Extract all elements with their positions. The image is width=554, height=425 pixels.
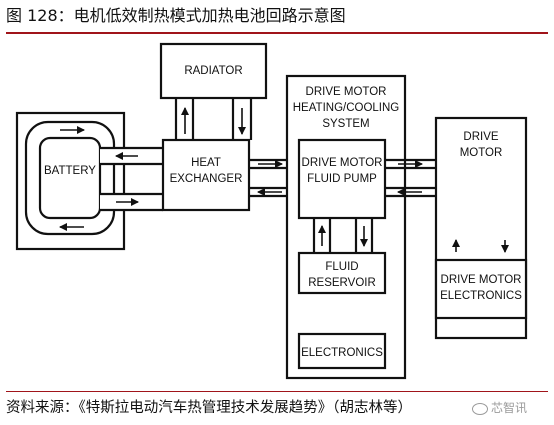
heat-exchanger-box xyxy=(161,138,251,212)
source-rule xyxy=(6,391,548,392)
pump-reservoir-pipe xyxy=(312,218,374,253)
radiator-pipe xyxy=(174,98,253,140)
battery-pipe xyxy=(100,146,163,212)
source-note: 资料来源：《特斯拉电动汽车热管理技术发展趋势》（胡志林等） xyxy=(6,400,412,416)
reservoir-label-1: FLUID xyxy=(325,261,358,273)
drive-motor-label-2: MOTOR xyxy=(460,147,503,159)
heat-exchanger-label-2: EXCHANGER xyxy=(170,173,243,185)
watermark-text: 芯智讯 xyxy=(491,401,528,415)
motor-electronics-box xyxy=(434,258,528,320)
caption-rule xyxy=(6,32,548,34)
watermark: 芯智讯 xyxy=(472,397,527,419)
figure-caption: 图 128：电机低效制热模式加热电池回路示意图 xyxy=(6,6,346,25)
reservoir-box xyxy=(297,251,387,295)
pump-label-1: DRIVE MOTOR xyxy=(302,157,383,169)
heat-exchanger-label-1: HEAT xyxy=(191,157,221,169)
system-title-3: SYSTEM xyxy=(322,118,369,130)
system-title-2: HEATING/COOLING xyxy=(293,102,400,114)
battery-label: BATTERY xyxy=(44,165,96,177)
battery-loop-inner xyxy=(38,136,102,220)
motor-electronics-label-1: DRIVE MOTOR xyxy=(441,274,522,286)
wechat-icon xyxy=(472,402,488,415)
reservoir-label-2: RESERVOIR xyxy=(308,277,376,289)
drive-motor-label-1: DRIVE xyxy=(463,131,498,143)
system-enclosure xyxy=(285,74,407,380)
electronics-box xyxy=(297,332,387,370)
fluid-pump-box xyxy=(297,138,387,220)
system-title-1: DRIVE MOTOR xyxy=(306,86,387,98)
radiator-box xyxy=(159,42,268,100)
pump-motor-pipe xyxy=(385,158,436,198)
radiator-label: RADIATOR xyxy=(184,65,242,77)
pump-label-2: FLUID PUMP xyxy=(307,173,377,185)
electronics-label: ELECTRONICS xyxy=(301,347,383,359)
exchanger-pump-pipe xyxy=(249,158,299,198)
motor-electronics-label-2: ELECTRONICS xyxy=(440,290,522,302)
